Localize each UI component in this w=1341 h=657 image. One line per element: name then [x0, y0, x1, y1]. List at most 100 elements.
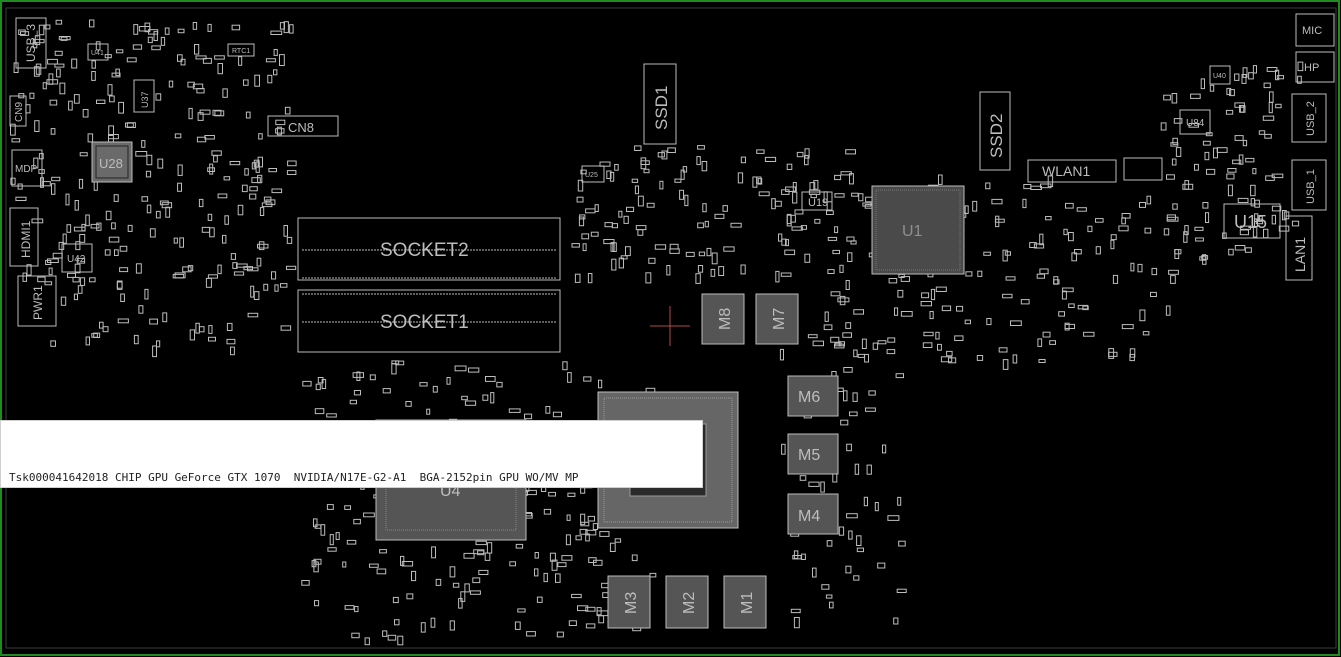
passive-component: [845, 280, 850, 290]
jack-hp[interactable]: HP: [1295, 51, 1335, 83]
passive-component: [986, 318, 992, 326]
passive-component: [1110, 239, 1115, 250]
passive-component: [199, 326, 205, 333]
passive-component: [508, 408, 521, 413]
passive-component: [60, 36, 68, 41]
connector-pwr[interactable]: PWR1: [17, 275, 57, 327]
passive-component: [207, 167, 215, 173]
cn9-label: CN9: [14, 102, 25, 122]
passive-component: [1213, 147, 1218, 159]
cpu-u1[interactable]: U1: [871, 185, 965, 275]
passive-component: [58, 36, 71, 41]
passive-component: [1241, 74, 1247, 84]
passive-component: [1271, 205, 1282, 212]
passive-component: [983, 251, 991, 256]
u1-label: U1: [902, 223, 923, 240]
passive-component: [1227, 184, 1233, 197]
jack-mic[interactable]: MIC: [1295, 13, 1335, 47]
passive-component: [840, 419, 849, 426]
passive-component: [1232, 159, 1242, 165]
memory-m2[interactable]: M2: [665, 575, 709, 629]
connector-usb2[interactable]: USB_2: [1291, 93, 1327, 143]
connector-wlan1[interactable]: WLAN1: [1027, 159, 1117, 183]
passive-component: [270, 30, 283, 36]
u28-label: U28: [99, 156, 123, 171]
connector-usb3[interactable]: USB_3: [15, 17, 47, 69]
passive-component: [1137, 263, 1143, 273]
passive-component: [486, 542, 493, 554]
passive-component: [794, 209, 804, 215]
passive-component: [813, 180, 819, 190]
passive-component: [120, 293, 125, 302]
connector-cn9[interactable]: CN9: [9, 95, 27, 127]
chip-u15[interactable]: U15: [1223, 203, 1281, 239]
passive-component: [258, 241, 265, 251]
passive-component: [33, 157, 39, 169]
passive-component: [1188, 123, 1199, 128]
passive-component: [697, 222, 704, 229]
usb2-label: USB_2: [1305, 101, 1317, 136]
passive-component: [666, 265, 671, 276]
chip-u25[interactable]: U25: [581, 165, 605, 183]
memory-m4[interactable]: M4: [787, 493, 839, 535]
chip-u37[interactable]: U37: [133, 79, 155, 113]
memory-m3[interactable]: M3: [607, 575, 651, 629]
passive-component: [1242, 67, 1248, 78]
passive-component: [127, 224, 133, 232]
passive-component: [837, 297, 850, 303]
passive-component: [534, 568, 539, 577]
passive-component: [1023, 184, 1032, 190]
passive-component: [940, 356, 953, 363]
passive-component: [779, 348, 785, 361]
connector-lan1[interactable]: LAN1: [1285, 215, 1313, 281]
passive-component: [133, 334, 139, 345]
chip-u19[interactable]: U19: [801, 191, 833, 211]
passive-component: [1194, 163, 1199, 171]
connector-mdp[interactable]: MDP: [11, 149, 43, 187]
chip-u41[interactable]: U41: [87, 43, 109, 61]
passive-component: [22, 272, 27, 282]
memory-m1[interactable]: M1: [723, 575, 767, 629]
memory-m5[interactable]: M5: [787, 433, 839, 475]
passive-component: [47, 58, 58, 65]
passive-component: [1258, 130, 1266, 135]
memory-m8[interactable]: M8: [701, 293, 745, 345]
passive-component: [1083, 331, 1095, 337]
passive-component: [392, 596, 399, 604]
connector-usb1[interactable]: USB_1: [1291, 159, 1327, 211]
connector-hdmi[interactable]: HDMI1: [9, 207, 39, 267]
socket2[interactable]: SOCKET2: [297, 217, 561, 281]
connector-cn8[interactable]: CN8: [267, 115, 339, 137]
passive-component: [1291, 220, 1300, 227]
passive-component: [587, 273, 593, 284]
chip-u84[interactable]: U84: [1179, 109, 1211, 135]
memory-m6[interactable]: M6: [787, 375, 839, 417]
passive-component: [38, 24, 45, 36]
connector-ssd1[interactable]: SSD1: [643, 63, 677, 145]
socket1-label: SOCKET1: [380, 312, 469, 333]
passive-component: [376, 568, 387, 575]
passive-component: [273, 49, 278, 56]
chip-u40[interactable]: U40: [1209, 65, 1231, 85]
passive-component: [55, 19, 63, 25]
passive-component: [411, 570, 417, 582]
memory-m7[interactable]: M7: [755, 293, 799, 345]
passive-component: [79, 234, 86, 243]
passive-component: [207, 213, 213, 221]
connector-ssd2[interactable]: SSD2: [979, 91, 1011, 171]
passive-component: [468, 367, 480, 373]
chip-u42[interactable]: U42: [61, 243, 93, 273]
passive-component: [515, 543, 524, 549]
passive-component: [1225, 109, 1234, 115]
passive-component: [956, 305, 964, 312]
passive-component: [47, 258, 59, 263]
passive-component: [164, 27, 170, 35]
chip-u28[interactable]: U28: [91, 141, 133, 183]
socket1[interactable]: SOCKET1: [297, 289, 561, 353]
chip-rtc1[interactable]: RTC1: [227, 43, 255, 57]
passive-component: [1077, 304, 1089, 310]
passive-component: [1036, 273, 1045, 279]
passive-component: [315, 383, 321, 391]
